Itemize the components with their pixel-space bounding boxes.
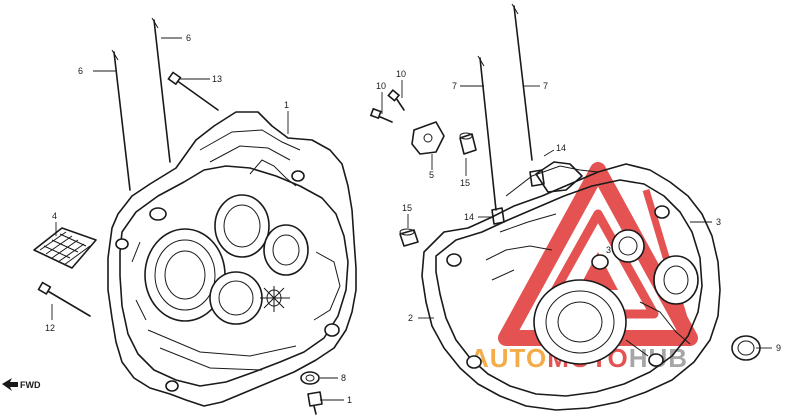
callout-14-b: 14 xyxy=(464,212,474,222)
stud-bolt-long-left-a xyxy=(111,49,131,191)
oil-seal-9 xyxy=(731,335,761,361)
callout-10-b: 10 xyxy=(376,81,386,91)
callout-3-b: 3 xyxy=(606,245,611,255)
callout-7-a: 7 xyxy=(452,81,457,91)
callout-4: 4 xyxy=(52,211,57,221)
callout-12: 12 xyxy=(45,323,55,333)
dowel-14-upper xyxy=(529,169,545,187)
callout-2: 2 xyxy=(408,313,413,323)
stud-bolt-long-left-b xyxy=(151,17,171,163)
callout-8: 8 xyxy=(341,373,346,383)
bolt-10-b xyxy=(369,107,393,123)
fwd-label: FWD xyxy=(20,380,41,390)
dowel-15-upper xyxy=(459,132,477,155)
callout-7-b: 7 xyxy=(543,81,548,91)
bolt-12 xyxy=(37,281,91,317)
watermark-part-auto: AUTO xyxy=(470,343,547,373)
stud-bolt-long-right-a xyxy=(477,55,497,211)
callout-15-b: 15 xyxy=(402,203,412,213)
callout-5: 5 xyxy=(429,170,434,180)
callout-14-a: 14 xyxy=(556,143,566,153)
dowel-14-lower xyxy=(491,207,505,225)
callout-1-a: 1 xyxy=(284,100,289,110)
callout-1-b: 1 xyxy=(347,395,352,405)
bolt-13 xyxy=(167,71,219,111)
callout-13: 13 xyxy=(212,74,222,84)
drain-plug-11 xyxy=(307,391,323,415)
left-crankcase-half xyxy=(107,111,357,407)
callout-3-a: 3 xyxy=(716,217,721,227)
callout-6-a: 6 xyxy=(186,33,191,43)
bolt-10-a xyxy=(387,89,405,111)
oil-screen-4 xyxy=(33,227,97,269)
callout-leaders xyxy=(51,37,772,401)
callout-15-a: 15 xyxy=(460,178,470,188)
callout-9: 9 xyxy=(776,343,781,353)
callout-labels: 6 6 13 1 4 12 8 1 10 10 5 15 7 7 14 14 1… xyxy=(45,33,781,405)
drain-washer-8 xyxy=(300,371,320,385)
fwd-marker: FWD xyxy=(2,378,41,391)
stud-bolt-long-right-b xyxy=(511,3,533,161)
forward-arrow-icon xyxy=(2,378,18,391)
bracket-5 xyxy=(411,121,445,155)
callout-6-b: 6 xyxy=(78,66,83,76)
callout-10-a: 10 xyxy=(396,69,406,79)
right-crankcase-half xyxy=(421,161,721,411)
dowel-15-lower xyxy=(399,228,419,247)
